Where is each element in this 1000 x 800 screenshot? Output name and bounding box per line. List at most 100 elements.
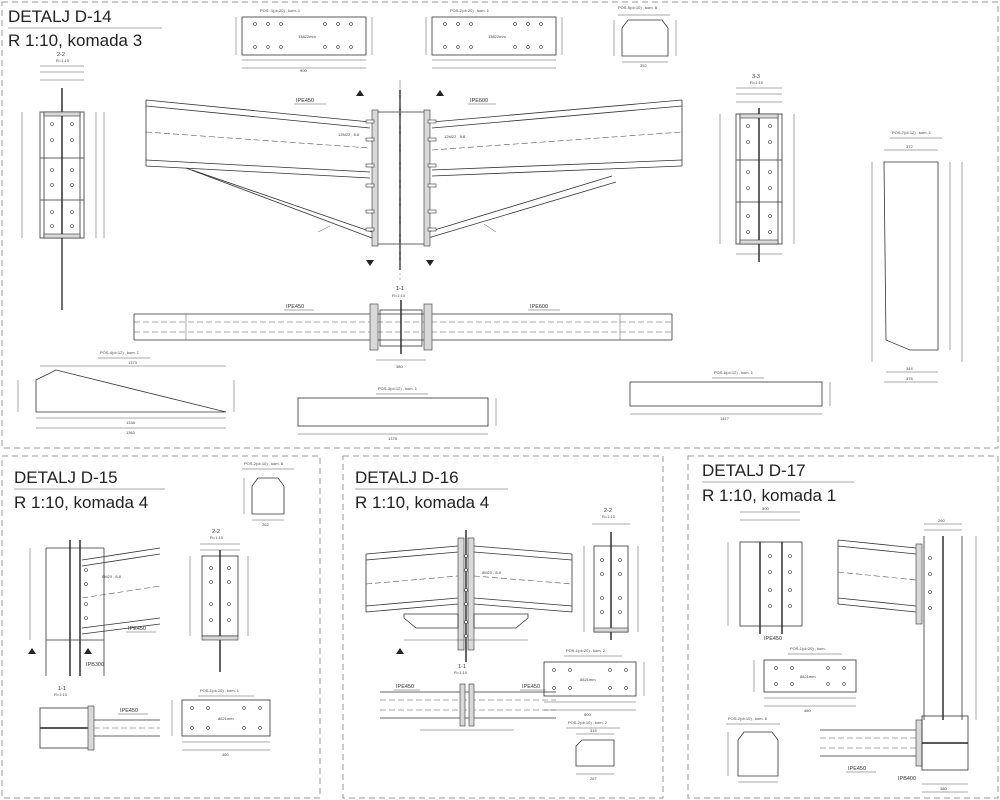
svg-text:460: 460 xyxy=(222,752,229,757)
svg-text:POS-3(d=12) , kom. 1: POS-3(d=12) , kom. 1 xyxy=(378,386,418,391)
scale-d14: R 1:10, komada 3 xyxy=(8,31,142,50)
svg-text:POS-1(d=20) , kom. 1: POS-1(d=20) , kom. 1 xyxy=(200,688,240,693)
d16-section-2-2: 2-2 R=1:10 xyxy=(583,508,639,640)
d14-ipe600-label: IPE600 xyxy=(470,98,488,104)
svg-text:IPE600: IPE600 xyxy=(530,304,548,310)
svg-text:8821mm: 8821mm xyxy=(218,716,234,721)
svg-text:900: 900 xyxy=(300,68,307,73)
svg-text:IPE450: IPE450 xyxy=(120,708,138,714)
d14-main-elevation: IPE450 12M22 , 8.8 IPE600 12M22 , 8.8 xyxy=(145,80,683,280)
svg-text:380: 380 xyxy=(940,786,947,791)
scale-d17: R 1:10, komada 1 xyxy=(702,486,836,505)
svg-text:R=1:10: R=1:10 xyxy=(602,514,616,519)
frame-d17 xyxy=(687,455,999,799)
svg-text:13822mm: 13822mm xyxy=(488,34,506,39)
svg-text:2-2: 2-2 xyxy=(57,52,65,58)
svg-text:315: 315 xyxy=(590,728,597,733)
svg-text:260: 260 xyxy=(938,518,945,523)
d17-elevation: 300 IPE450 260 xyxy=(727,506,977,720)
svg-text:POS-6(d=12) , kom. 1: POS-6(d=12) , kom. 1 xyxy=(714,370,754,375)
svg-text:2-2: 2-2 xyxy=(604,508,612,514)
svg-text:POS-5(d=10) , kom. 8: POS-5(d=10) , kom. 8 xyxy=(618,5,658,10)
svg-text:8821mm: 8821mm xyxy=(800,674,816,679)
d17-pos2-stiffener: POS-2(d=10) , kom. 6 xyxy=(726,716,780,783)
d15-pos2-stiffener: POS-2(d=10) , kom. 8 262 xyxy=(242,461,294,527)
d14-pos3-plate: POS-3(d=12) , kom. 1 1378 xyxy=(297,386,497,441)
svg-text:IPE450: IPE450 xyxy=(128,626,146,632)
svg-text:R=1:10: R=1:10 xyxy=(210,535,224,540)
svg-text:1-1: 1-1 xyxy=(58,686,66,692)
svg-text:380: 380 xyxy=(396,364,403,369)
d16-elevation: 8M20 , 8.8 xyxy=(365,530,573,662)
d14-end-plate-bolts xyxy=(365,119,437,232)
d14-pos5-stiffener: POS-5(d=10) , kom. 8 352 xyxy=(613,5,677,68)
svg-text:372: 372 xyxy=(906,144,913,149)
svg-text:1378: 1378 xyxy=(388,436,398,441)
frame-d14 xyxy=(1,1,999,449)
d16-pos1-plate: POS-1(d=20) , kom. 2 8821mm 600 xyxy=(543,648,645,717)
svg-text:R=1:10: R=1:10 xyxy=(392,293,406,298)
d14-pos6-plate: POS-6(d=12) , kom. 1 1417 xyxy=(629,370,831,421)
svg-text:POS-2(d=20) , kom. 1: POS-2(d=20) , kom. 1 xyxy=(450,8,490,13)
svg-text:R=1:10: R=1:10 xyxy=(56,58,70,63)
svg-text:3-3: 3-3 xyxy=(752,74,760,80)
svg-text:POS-1(d=20) , kom.: POS-1(d=20) , kom. xyxy=(790,646,826,651)
svg-text:POS-2(d=10) , kom. 2: POS-2(d=10) , kom. 2 xyxy=(568,720,608,725)
svg-text:12M22 , 8.8: 12M22 , 8.8 xyxy=(444,134,466,139)
svg-text:R=1:10: R=1:10 xyxy=(750,80,764,85)
svg-text:600: 600 xyxy=(584,712,591,717)
svg-text:IPB300: IPB300 xyxy=(86,662,104,668)
heading-d16: DETALJ D-16 xyxy=(355,468,459,487)
d14-pos1-plate: POS -1(d=20) , kom. 1 13822mm 900 xyxy=(235,8,373,73)
d14-section-1-1: 1-1 R=1:10 IPE450 IPE600 380 xyxy=(133,286,673,369)
svg-text:13822mm: 13822mm xyxy=(298,34,316,39)
svg-text:POS-7(d=12) , kom. 1: POS-7(d=12) , kom. 1 xyxy=(892,130,932,135)
svg-text:460: 460 xyxy=(804,708,811,713)
svg-text:IPB400: IPB400 xyxy=(898,776,916,782)
svg-text:1373: 1373 xyxy=(128,360,138,365)
svg-text:267: 267 xyxy=(590,776,597,781)
svg-text:POS-2(d=10) , kom. 8: POS-2(d=10) , kom. 8 xyxy=(244,461,284,466)
d14-section-2-2: 2-2 R=1:10 xyxy=(21,52,105,310)
svg-text:R=1:10: R=1:10 xyxy=(54,692,68,697)
svg-text:352: 352 xyxy=(640,63,647,68)
d14-ipe450-label: IPE450 xyxy=(296,98,314,104)
svg-text:2-2: 2-2 xyxy=(212,529,220,535)
svg-text:POS-2(d=10) , kom. 6: POS-2(d=10) , kom. 6 xyxy=(728,716,768,721)
svg-text:IPE450: IPE450 xyxy=(764,636,782,642)
svg-text:1338: 1338 xyxy=(126,420,136,425)
svg-text:300: 300 xyxy=(762,506,769,511)
d15-section-1-1: 1-1 R=1:10 IPE450 xyxy=(39,686,160,751)
svg-text:344: 344 xyxy=(906,366,913,371)
svg-text:IPE450: IPE450 xyxy=(286,304,304,310)
svg-text:262: 262 xyxy=(262,522,269,527)
d15-pos1-plate: POS-1(d=20) , kom. 1 8821mm 460 xyxy=(171,688,271,757)
svg-text:12M22 , 8.8: 12M22 , 8.8 xyxy=(338,132,360,137)
svg-text:POS -1(d=20) , kom. 1: POS -1(d=20) , kom. 1 xyxy=(260,8,301,13)
svg-text:8M20 , 8.8: 8M20 , 8.8 xyxy=(102,574,122,579)
heading-d15: DETALJ D-15 xyxy=(14,468,118,487)
svg-text:378: 378 xyxy=(906,376,913,381)
d14-section-3-3: 3-3 R=1:10 xyxy=(719,74,795,262)
svg-text:1363: 1363 xyxy=(126,430,136,435)
heading-d17: DETALJ D-17 xyxy=(702,461,806,480)
svg-text:1-1: 1-1 xyxy=(396,286,404,292)
d14-pos2-plate: POS-2(d=20) , kom. 1 13822mm xyxy=(425,8,563,69)
d15-section-2-2: 2-2 R=1:10 xyxy=(189,529,249,672)
d14-pos7-plate: POS-7(d=12) , kom. 1 372 344 378 xyxy=(871,130,963,383)
d17-pos1-plate: POS-1(d=20) , kom. 8821mm 460 xyxy=(753,646,857,713)
d16-section-1-1: 1-1 R=1:10 IPE450 IPE450 xyxy=(380,664,556,731)
d15-elevation: 8M20 , 8.8 IPE450 IPB300 xyxy=(28,540,161,676)
svg-text:POS-1(d=20) , kom. 2: POS-1(d=20) , kom. 2 xyxy=(566,648,606,653)
svg-text:1417: 1417 xyxy=(720,416,730,421)
svg-text:IPE450: IPE450 xyxy=(522,684,540,690)
heading-d14: DETALJ D-14 xyxy=(8,7,112,26)
d17-section-plan: IPE450 IPB400 380 xyxy=(820,715,969,793)
scale-d16: R 1:10, komada 4 xyxy=(355,493,489,512)
svg-text:8M20 , 8.8: 8M20 , 8.8 xyxy=(482,570,502,575)
svg-text:POS-4(d=12) , kom. 1: POS-4(d=12) , kom. 1 xyxy=(100,350,140,355)
scale-d15: R 1:10, komada 4 xyxy=(14,493,148,512)
d16-pos2-stiffener: POS-2(d=10) , kom. 2 315 267 xyxy=(566,720,620,781)
